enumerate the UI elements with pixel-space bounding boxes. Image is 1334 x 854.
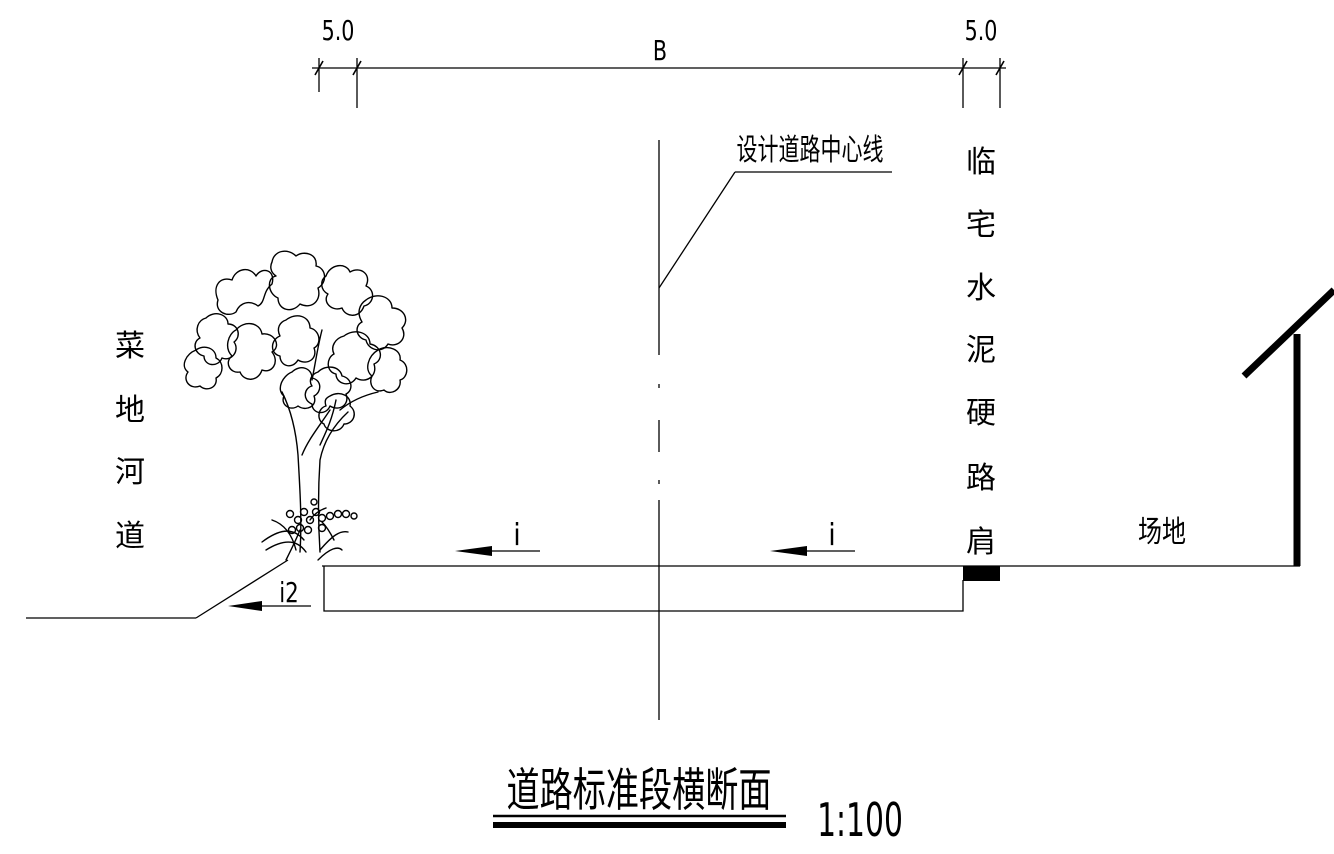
centerline-label: 设计道路中心线: [737, 133, 884, 168]
shoulder-block: [963, 566, 1000, 581]
dimension-line: 5.0 B 5.0: [312, 15, 1006, 108]
slope-right-label: i: [828, 518, 836, 553]
shoulder-char: 肩: [966, 525, 996, 560]
centerline-leader: 设计道路中心线: [658, 133, 892, 289]
left-area-char: 河: [115, 455, 145, 490]
site-label: 场地: [1138, 515, 1186, 549]
left-area-char: 菜: [115, 329, 145, 364]
road-pavement: [322, 565, 1300, 612]
slope-arrow-left: i: [455, 518, 540, 556]
shoulder-char: 宅: [966, 208, 996, 243]
tree-illustration: [183, 250, 408, 561]
slope-arrow-right: i: [770, 518, 855, 556]
site-wall: [1241, 287, 1334, 566]
right-shoulder-label: 临 宅 水 泥 硬 路 肩: [966, 145, 996, 560]
dim-right-width: 5.0: [965, 15, 998, 48]
dim-left-width: 5.0: [322, 15, 355, 48]
shoulder-char: 路: [966, 461, 996, 496]
left-area-label: 菜 地 河 道: [115, 329, 145, 554]
title-scale: 1:100: [817, 795, 903, 848]
embankment-slope: [26, 559, 289, 619]
title-text: 道路标准段横断面: [507, 765, 772, 818]
shoulder-char: 泥: [966, 333, 996, 368]
slope-embankment-label: i2: [279, 577, 299, 609]
dim-center-width: B: [653, 35, 667, 68]
drawing-title: 道路标准段横断面 1:100: [493, 765, 903, 848]
slope-left-label: i: [513, 518, 521, 553]
shoulder-char: 硬: [966, 396, 996, 431]
shoulder-char: 水: [966, 271, 996, 306]
shoulder-char: 临: [966, 145, 996, 180]
berry-cluster: [285, 498, 358, 535]
left-area-char: 道: [115, 519, 145, 554]
slope-arrow-embankment: i2: [228, 577, 311, 611]
left-area-char: 地: [115, 393, 145, 428]
